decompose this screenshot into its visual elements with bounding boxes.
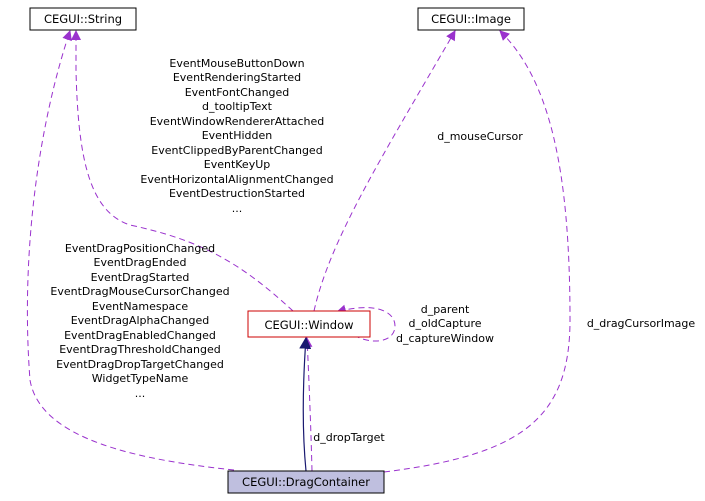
edge-label-line: EventDragPositionChanged — [65, 242, 215, 255]
node-image-label: CEGUI::Image — [431, 12, 511, 26]
edge-label-line: d_mouseCursor — [437, 130, 523, 143]
edge-label-line: EventDragAlphaChanged — [71, 314, 210, 327]
edge-label-line: d_dropTarget — [313, 431, 385, 444]
edge-label-line: EventDestructionStarted — [169, 187, 305, 200]
node-drag-container[interactable]: CEGUI::DragContainer — [227, 470, 385, 494]
edge-window-self — [336, 304, 396, 342]
label-window-self: d_parent d_oldCapture d_captureWindow — [396, 303, 494, 345]
edge-drag-string — [26, 30, 235, 471]
edge-label-line: EventDragEnabledChanged — [64, 329, 216, 342]
edge-drag-image — [383, 30, 571, 473]
edge-drag-window-dashed — [302, 337, 313, 472]
edge-label-line: EventHorizontalAlignmentChanged — [140, 173, 333, 186]
label-drag-string: EventDragPositionChanged EventDragEnded … — [50, 242, 229, 400]
edge-label-line: EventDragStarted — [91, 271, 190, 284]
edge-label-line: ... — [135, 387, 146, 400]
node-string[interactable]: CEGUI::String — [29, 7, 137, 31]
edge-label-line: d_oldCapture — [409, 317, 482, 330]
edge-label-line: EventDragEnded — [94, 256, 187, 269]
edges — [26, 30, 571, 473]
node-window[interactable]: CEGUI::Window — [247, 310, 371, 338]
node-drag-container-label: CEGUI::DragContainer — [242, 475, 370, 489]
node-string-label: CEGUI::String — [44, 12, 122, 26]
edge-label-line: EventWindowRendererAttached — [150, 115, 325, 128]
edge-label-line: EventFontChanged — [185, 86, 290, 99]
edge-label-line: d_tooltipText — [202, 100, 273, 113]
edge-label-line: EventClippedByParentChanged — [151, 144, 322, 157]
label-drag-image: d_dragCursorImage — [587, 317, 696, 330]
edge-label-line: ... — [232, 202, 243, 215]
edge-label-line: EventDragThresholdChanged — [59, 343, 221, 356]
label-window-string: EventMouseButtonDown EventRenderingStart… — [140, 57, 333, 215]
label-drag-window: d_dropTarget — [313, 431, 385, 444]
edge-label-line: d_captureWindow — [396, 332, 494, 345]
edge-window-image — [313, 30, 456, 312]
node-window-label: CEGUI::Window — [264, 318, 353, 332]
edge-label-line: EventMouseButtonDown — [169, 57, 304, 70]
edge-label-line: EventKeyUp — [204, 158, 271, 171]
edge-label-line: WidgetTypeName — [92, 372, 189, 385]
edge-label-line: EventDragDropTargetChanged — [56, 358, 224, 371]
edge-label-line: d_parent — [421, 303, 470, 316]
node-image[interactable]: CEGUI::Image — [417, 7, 525, 31]
label-window-image: d_mouseCursor — [437, 130, 523, 143]
edge-label-line: EventNamespace — [92, 300, 188, 313]
edge-label-line: EventRenderingStarted — [173, 71, 301, 84]
edge-label-line: d_dragCursorImage — [587, 317, 696, 330]
edge-label-line: EventDragMouseCursorChanged — [50, 285, 229, 298]
edge-label-line: EventHidden — [202, 129, 273, 142]
edge-drag-window-inherit — [299, 336, 312, 472]
edge-window-string — [71, 30, 294, 312]
